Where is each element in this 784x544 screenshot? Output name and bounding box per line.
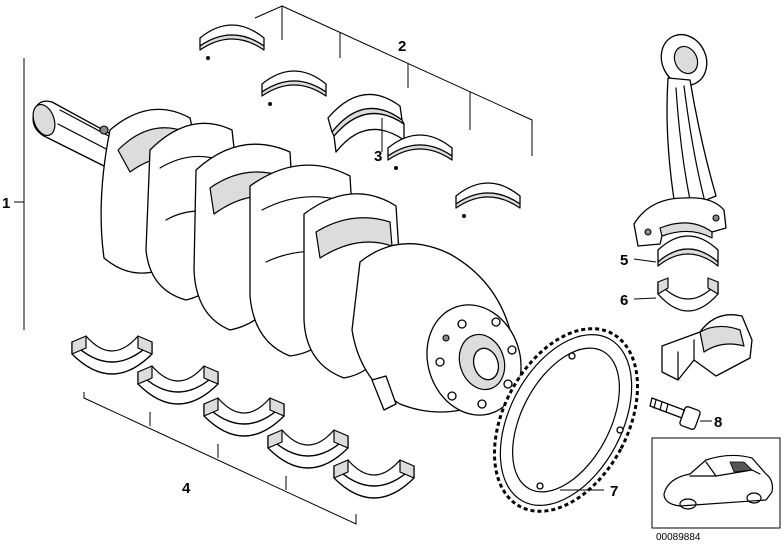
car-outline-icon: [663, 454, 773, 510]
callout-6: 6: [620, 292, 628, 309]
pulse-wheel: [492, 327, 640, 513]
callout-3: 3: [374, 148, 382, 165]
callout-labels: 1 2 3 4 5 6 7 8: [2, 38, 722, 500]
vehicle-thumbnail: 00089884: [651, 437, 781, 543]
document-id: 00089884: [656, 532, 701, 543]
callout-4: 4: [182, 480, 191, 497]
callout-2-bracket: [254, 5, 533, 156]
thrust-bearing-shell: [327, 93, 405, 153]
callout-2: 2: [398, 38, 406, 55]
connecting-rod: [633, 34, 727, 247]
crankshaft: [32, 100, 522, 416]
leader-lines: [381, 118, 712, 491]
conrod-bearing-shells: [657, 235, 719, 312]
connecting-rod-cap: [661, 314, 753, 381]
callout-5: 5: [620, 252, 628, 269]
callout-8: 8: [714, 414, 722, 431]
callout-1-bracket: [14, 58, 25, 330]
callout-4-bracket: [83, 392, 357, 525]
bolt: [649, 397, 701, 430]
upper-bearing-shells: [199, 24, 521, 219]
callout-7: 7: [610, 483, 618, 500]
callout-1: 1: [2, 195, 10, 212]
